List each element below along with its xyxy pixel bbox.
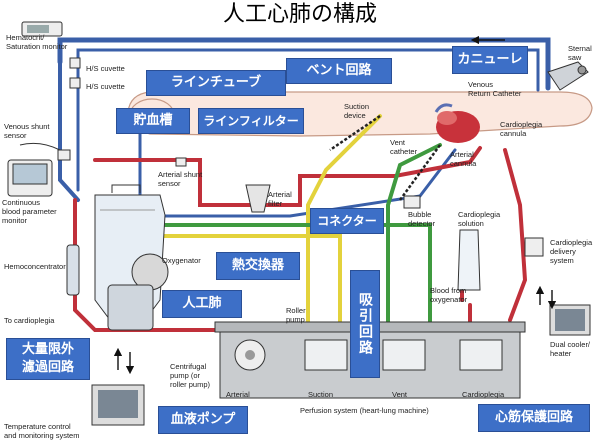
continuous-monitor-label: Continuous blood parameter monitor <box>2 198 57 225</box>
callout-line-filter: ラインフィルター <box>198 108 304 134</box>
callout-line-tube: ラインチューブ <box>146 70 286 96</box>
hemoconcentrator-label: Hemoconcentrator <box>4 262 66 271</box>
arterial-shunt-label: Arterial shunt sensor <box>158 170 203 188</box>
temperature-label: Temperature control and monitoring syste… <box>4 422 80 440</box>
callout-cannula: カニューレ <box>452 46 528 74</box>
heart-icon <box>434 103 480 143</box>
callout-suction-circuit: 吸引回路 <box>350 270 380 378</box>
arterial-filter-label: Arterial filter <box>268 190 292 208</box>
hemoconcentrator-icon <box>66 244 80 296</box>
arterial-cannula-label: Arterial cannula <box>450 150 477 168</box>
sternal-saw-icon <box>547 61 589 91</box>
hematocrit-label: Hematocrit/ Saturation monitor <box>6 33 68 51</box>
console-vent-label: Vent <box>392 390 408 399</box>
venous-shunt-sensor-icon <box>57 149 71 161</box>
dual-cooler-icon <box>549 304 591 336</box>
green-vent-line <box>148 143 442 357</box>
arterial-filter-icon <box>245 184 271 213</box>
continuous-monitor-icon <box>7 142 61 197</box>
bubble-detector-label: Bubble detector <box>408 210 436 228</box>
cardioplegia-solution-icon <box>457 229 481 291</box>
cardioplegia-delivery-icon <box>524 237 544 257</box>
perfusion-system-label: Perfusion system (heart-lung machine) <box>300 406 429 415</box>
oxygenator-icon <box>107 253 169 331</box>
console-suction-label: Suction <box>308 390 334 399</box>
cardioplegia-solution-label: Cardioplegia solution <box>458 210 501 228</box>
console-cardioplegia-label: Cardioplegia <box>462 390 505 399</box>
roller-pump-label: Roller pump <box>286 306 306 324</box>
hs-cuvette-icon <box>69 57 81 89</box>
bubble-detector-icon <box>403 195 421 209</box>
dual-cooler-label: Dual cooler/ heater <box>550 340 591 358</box>
temperature-control-icon <box>91 384 145 426</box>
oxygenator-label: Oxygenator <box>162 256 201 265</box>
cardioplegia-cannula-label: Cardioplegia cannula <box>500 120 543 138</box>
arterial-shunt-sensor-icon <box>175 157 187 167</box>
hematocrit-monitor-icon <box>21 21 63 37</box>
catheter-lines <box>329 114 442 201</box>
callout-cardioplegia-circuit: 心筋保護回路 <box>478 404 590 432</box>
venous-shunt-label: Venous shunt sensor <box>4 122 50 140</box>
blood-from-oxygenator-label: Blood from oxygenator <box>430 286 468 304</box>
sternal-saw-label: Sternal saw <box>568 44 592 62</box>
suction-device-label: Suction device <box>344 102 370 120</box>
centrifugal-label: Centrifugal pump (or roller pump) <box>170 362 211 389</box>
cardioplegia-delivery-label: Cardioplegia delivery system <box>550 238 593 265</box>
venous-return-label: Venous Return Catheter <box>468 80 522 98</box>
console-arterial-label: Arterial <box>226 390 250 399</box>
flow-arrows <box>113 35 557 375</box>
blue-line-tube <box>57 37 551 218</box>
callout-reservoir: 貯血槽 <box>116 108 190 134</box>
callout-ultrafiltration: 大量限外 濾過回路 <box>6 338 90 380</box>
vent-catheter-label: Vent catheter <box>390 138 418 156</box>
to-cardioplegia-label: To cardioplegia <box>4 316 55 325</box>
page-title: 人工心肺の構成 <box>222 2 377 27</box>
callout-vent-circuit: ベント回路 <box>286 58 392 84</box>
callout-connector: コネクター <box>310 208 384 234</box>
hs-cuvette-label-2: H/S cuvette <box>86 82 125 91</box>
callout-artificial-lung: 人工肺 <box>162 290 242 318</box>
hs-cuvette-label-1: H/S cuvette <box>86 64 125 73</box>
callout-heat-exchanger: 熱交換器 <box>216 252 300 280</box>
yellow-suction-line <box>148 114 382 357</box>
callout-blood-pump: 血液ポンプ <box>158 406 248 434</box>
